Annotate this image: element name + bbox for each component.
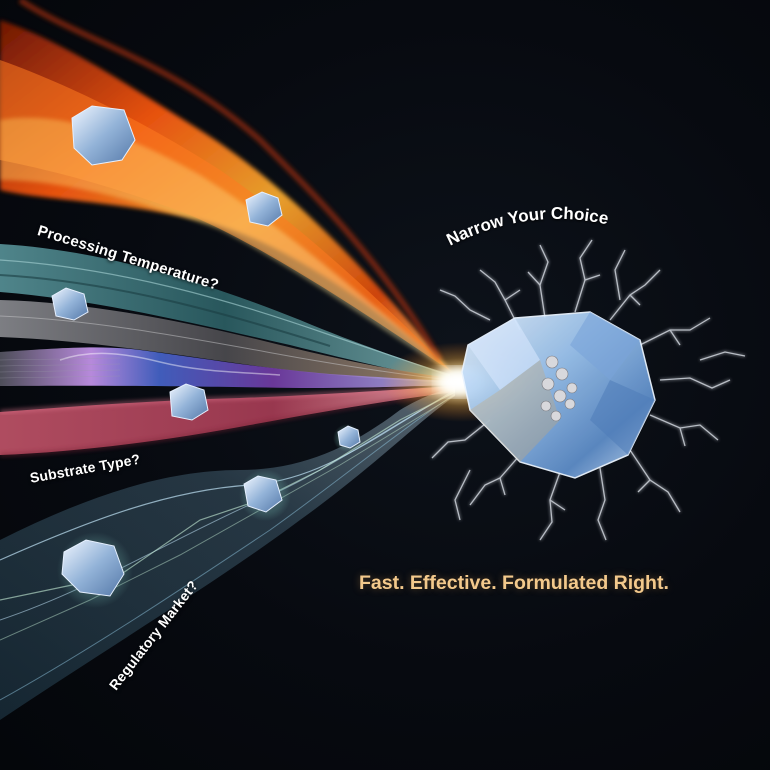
lightning-tendrils-icon (431, 239, 746, 541)
crystal-icon (243, 475, 283, 513)
tagline: Fast. Effective. Formulated Right. (359, 572, 669, 594)
crystal-icon (169, 383, 209, 421)
crystal-icon (71, 105, 136, 166)
crystal-core-icon (461, 311, 656, 479)
iridescent-film-stream (0, 347, 455, 388)
stream-crystals (51, 105, 361, 597)
crystal-icon (245, 191, 283, 227)
crystal-icon (337, 425, 361, 449)
crystal-icon (51, 287, 89, 321)
svg-text:Narrow Your Choice: Narrow Your Choice (444, 204, 611, 250)
crystal-icon (61, 539, 125, 597)
